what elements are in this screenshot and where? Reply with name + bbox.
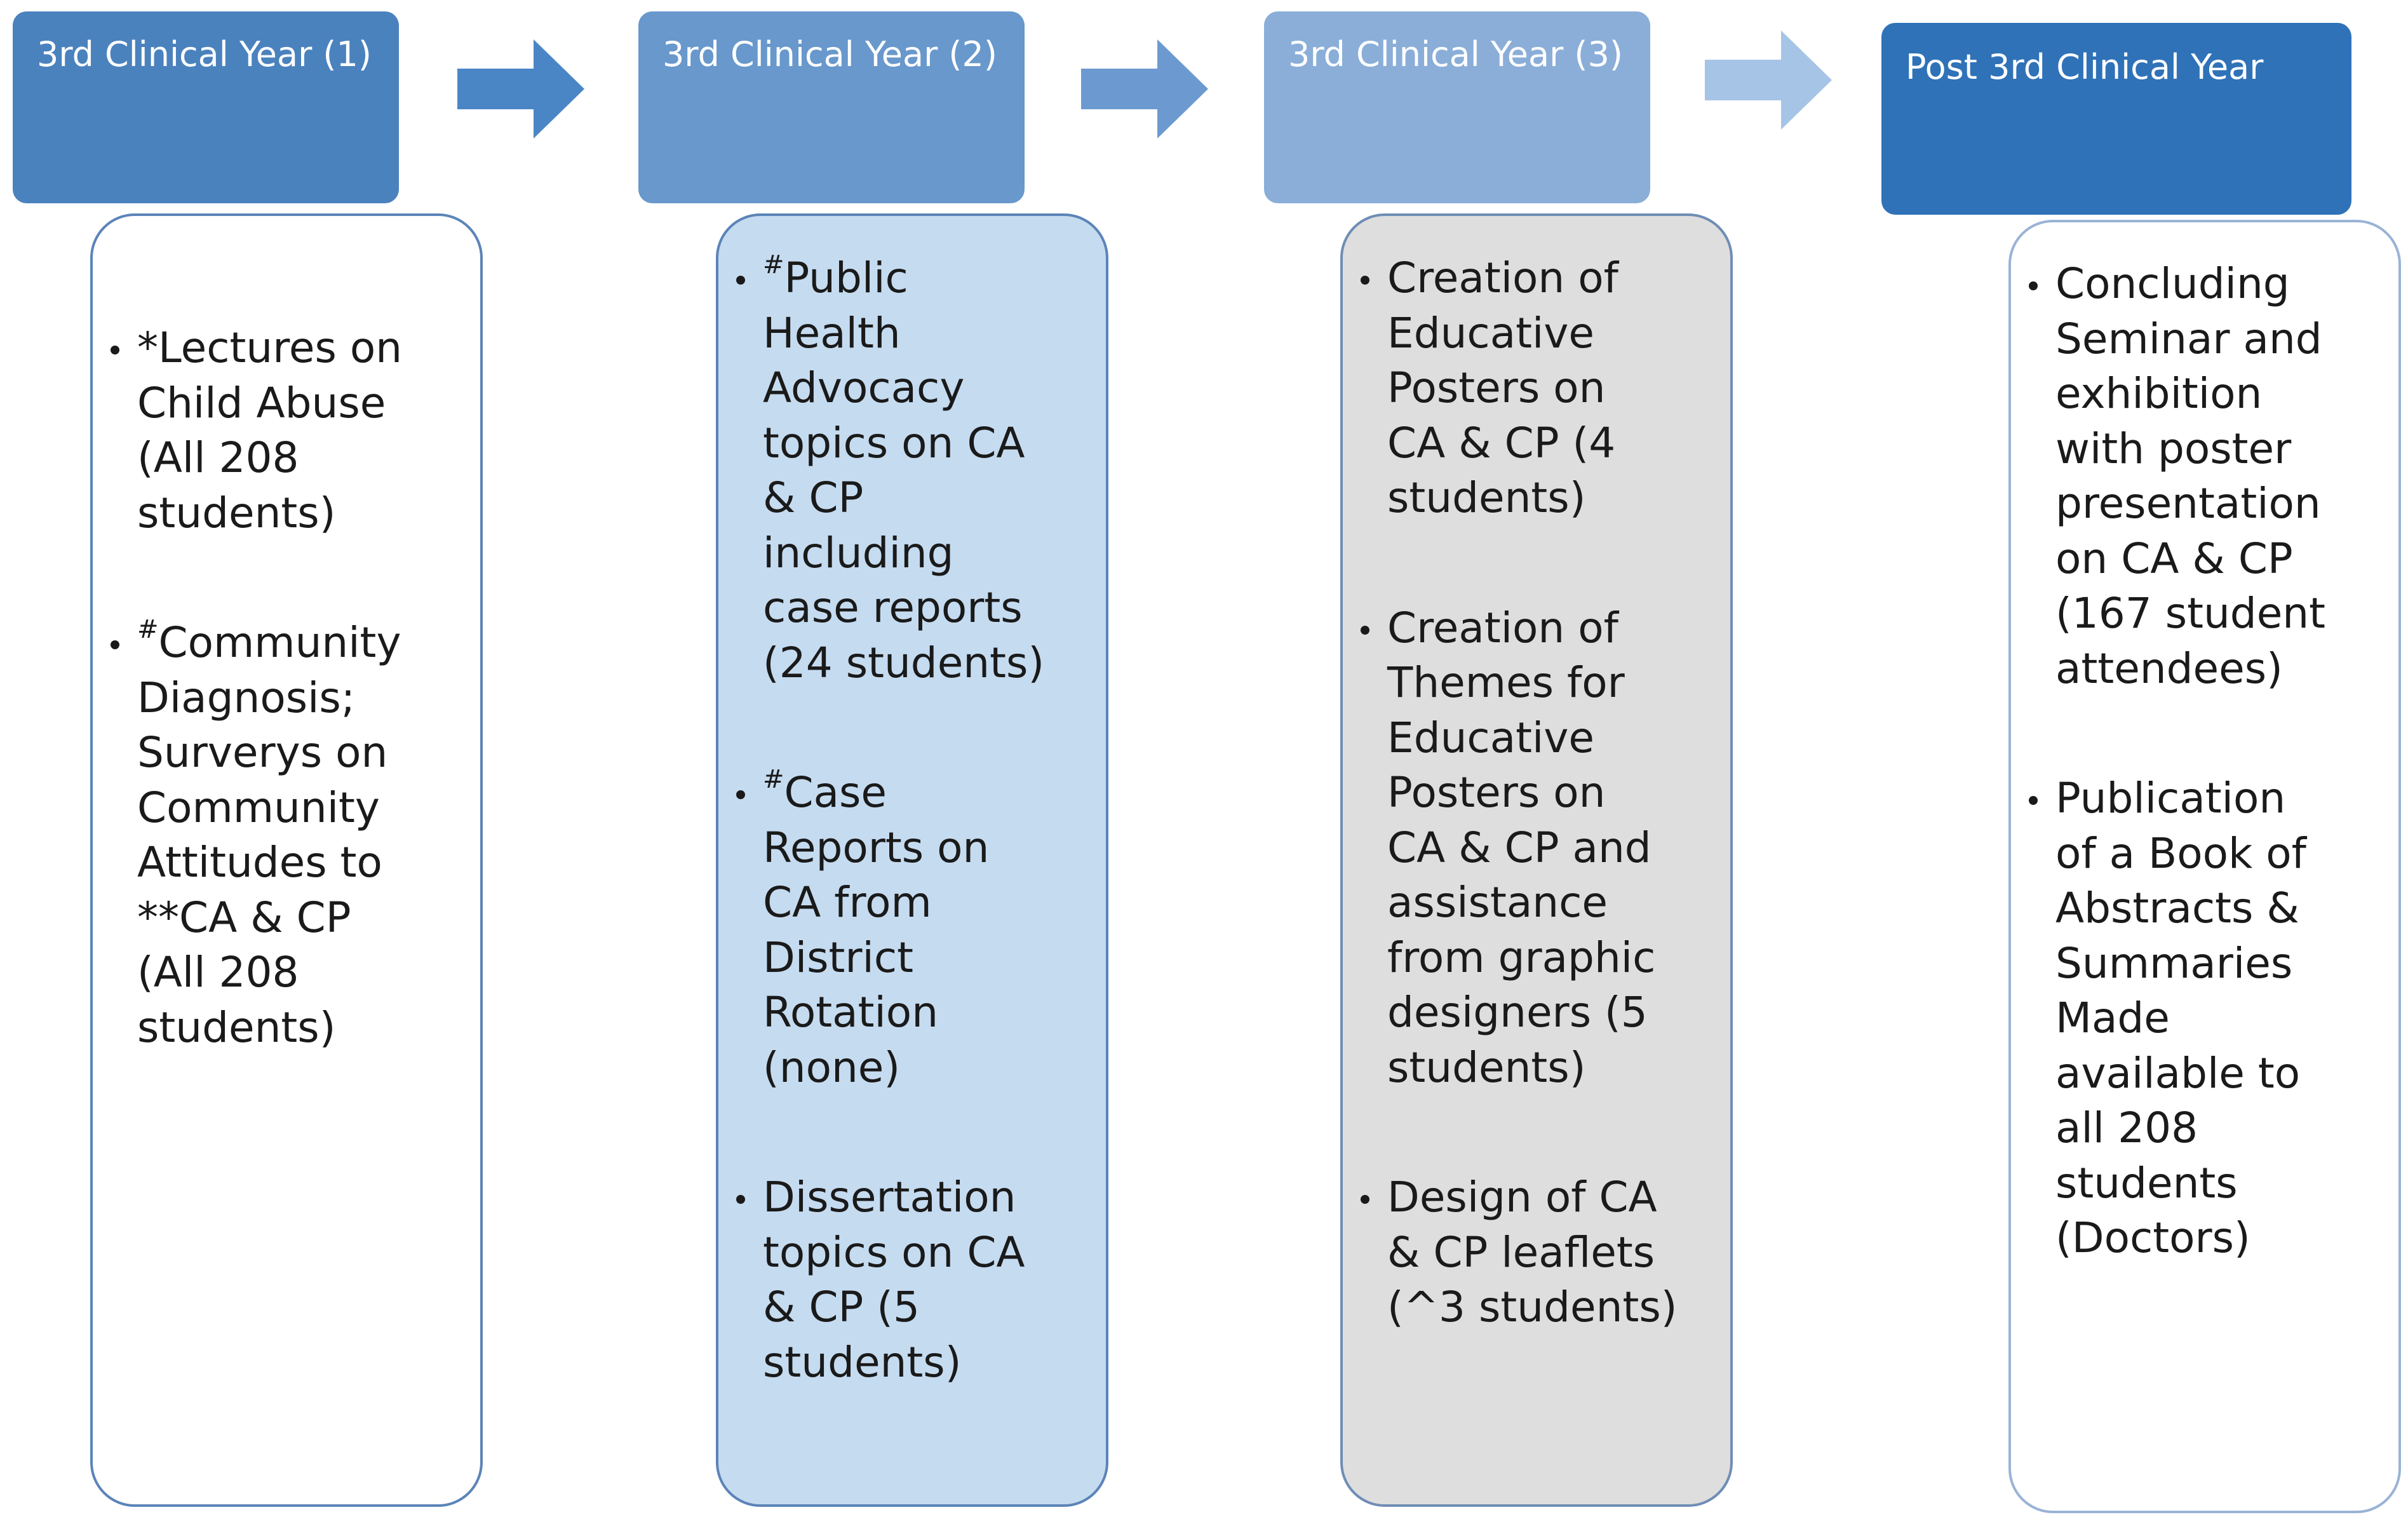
activity-text-line: from graphic	[1387, 933, 1656, 982]
activity-text-line: Creation of	[1387, 253, 1618, 302]
stage-header-year-2: 3rd Clinical Year (2)	[638, 11, 1025, 203]
flow-arrow-3-icon	[1705, 30, 1832, 130]
activity-text-line: case reports	[763, 583, 1023, 632]
activity-text-line: topics on CA	[763, 418, 1025, 468]
activity-text-line: (none)	[763, 1042, 901, 1092]
activity-text-line: Dissertation	[763, 1173, 1016, 1222]
activity-text-line: Health	[763, 308, 901, 358]
activity-text-line: Rotation	[763, 988, 939, 1037]
stage-header-post-year: Post 3rd Clinical Year	[1881, 23, 2351, 215]
activity-bullet: Design of CA & CP leaflets (^3 students)	[1361, 1170, 1711, 1335]
activity-text-line: students)	[137, 488, 336, 537]
activity-text-line: Diagnosis;	[137, 673, 356, 722]
activity-text-line: students)	[1387, 473, 1586, 522]
activity-text-line: attendees)	[2055, 644, 2283, 693]
activity-text-line: topics on CA	[763, 1227, 1025, 1277]
footnote-marker: #	[763, 765, 784, 794]
activity-text-line: students	[2055, 1158, 2238, 1208]
activity-text-line: CA & CP (4	[1387, 418, 1616, 468]
activity-text-line: Seminar and	[2055, 314, 2322, 363]
activity-text-line: & CP	[763, 473, 864, 522]
activity-text-line: all 208	[2055, 1103, 2198, 1152]
activity-bullet: Publication of a Book of Abstracts & Summar…	[2029, 771, 2379, 1266]
activity-text-line: Educative	[1387, 308, 1595, 358]
activity-text-line: Concluding	[2055, 259, 2290, 308]
activity-text-line: Publication	[2055, 774, 2286, 823]
activity-text-line: *Lectures on	[137, 323, 403, 372]
activity-text-line: (24 students)	[763, 638, 1045, 687]
activity-text-line: Public	[784, 253, 908, 302]
activity-text-line: Attitudes to	[137, 838, 382, 887]
activity-text-line: Posters on	[1387, 363, 1606, 412]
activity-text-line: District	[763, 933, 914, 982]
activity-text-line: available to	[2055, 1048, 2301, 1098]
activity-text-line: students)	[763, 1337, 962, 1387]
activity-text-line: Community	[137, 783, 380, 832]
activity-text-line: including	[763, 528, 954, 577]
footnote-marker: #	[137, 615, 159, 644]
activity-text-line: exhibition	[2055, 369, 2263, 418]
stage-header-label: Post 3rd Clinical Year	[1906, 47, 2264, 87]
activity-text-line: Posters on	[1387, 768, 1606, 817]
activity-text-line: (Doctors)	[2055, 1213, 2250, 1262]
activity-text-line: students)	[137, 1002, 336, 1052]
activity-text-line: Case	[784, 768, 887, 817]
activity-text-line: students)	[1387, 1042, 1586, 1092]
activity-text-line: presentation	[2055, 479, 2321, 528]
activity-text-line: (^3 students)	[1387, 1283, 1678, 1332]
activity-text-line: Abstracts &	[2055, 884, 2299, 933]
stage-header-label: 3rd Clinical Year (3)	[1288, 34, 1623, 74]
flow-arrow-1-icon	[457, 39, 584, 138]
activity-text-line: Reports on	[763, 823, 990, 872]
activity-text-line: & CP leaflets	[1387, 1227, 1655, 1277]
activity-bullet: Dissertation topics on CA & CP (5 students)	[736, 1170, 1087, 1390]
stage-activities-box-1: *Lectures on Child Abuse (All 208 students)…	[90, 213, 483, 1507]
stage-header-label: 3rd Clinical Year (2)	[663, 34, 997, 74]
activity-text-line: Made	[2055, 994, 2170, 1042]
activity-text-line: Child Abuse	[137, 378, 386, 428]
activity-text-line: designers (5	[1387, 988, 1648, 1037]
activity-text-line: Community	[158, 618, 401, 667]
activity-text-line: CA from	[763, 878, 932, 927]
activity-text-line: Surverys on	[137, 728, 388, 777]
activity-text-line: Creation of	[1387, 603, 1618, 652]
activity-text-line: CA & CP and	[1387, 823, 1651, 872]
activity-text-line: **CA & CP	[137, 893, 351, 942]
activity-text-line: on CA & CP	[2055, 534, 2293, 583]
activity-text-line: Themes for	[1387, 658, 1625, 707]
stage-header-year-3: 3rd Clinical Year (3)	[1264, 11, 1650, 203]
flow-arrow-2-icon	[1081, 39, 1208, 138]
activity-text-line: assistance	[1387, 878, 1608, 927]
activity-text-line: & CP (5	[763, 1283, 920, 1332]
activity-text-line: (All 208	[137, 433, 299, 482]
stage-header-year-1: 3rd Clinical Year (1)	[13, 11, 399, 203]
activity-text-line: (167 student	[2055, 589, 2326, 638]
activity-text-line: of a Book of	[2055, 828, 2306, 878]
activity-text-line: (All 208	[137, 948, 299, 997]
activity-text-line: Advocacy	[763, 363, 965, 412]
activity-text-line: with poster	[2055, 424, 2292, 473]
activity-text-line: Educative	[1387, 713, 1595, 762]
activity-text-line: Summaries	[2055, 938, 2293, 988]
footnote-marker: #	[763, 250, 784, 280]
stage-header-label: 3rd Clinical Year (1)	[37, 34, 372, 74]
activity-text-line: Design of CA	[1387, 1173, 1657, 1222]
activity-bullet: *Lectures on Child Abuse (All 208 students)	[111, 321, 461, 541]
